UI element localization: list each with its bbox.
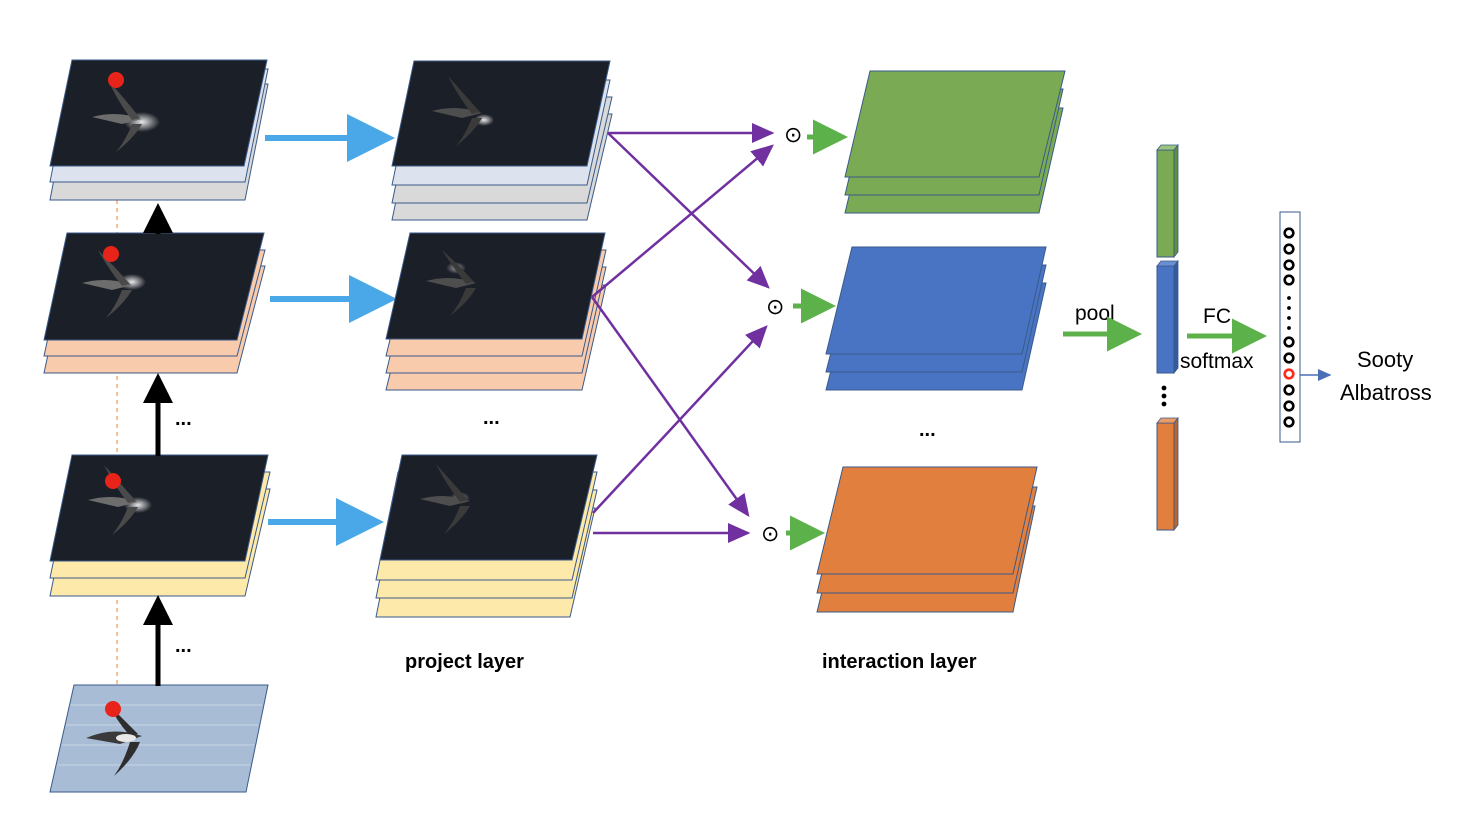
red-dot-marker	[105, 473, 121, 489]
hadamard-symbol-2: ⊙	[766, 294, 784, 319]
interaction-arrows	[590, 123, 775, 543]
project-stack-2	[385, 232, 607, 391]
ellipsis-interaction: ...	[919, 419, 936, 441]
pool-label: pool	[1075, 302, 1115, 325]
softmax-label: softmax	[1180, 350, 1254, 373]
output-class-line2: Albatross	[1340, 380, 1432, 405]
red-dot-marker	[105, 701, 121, 717]
pooled-segment-blue	[1156, 259, 1179, 375]
ellipsis-left-2: ...	[175, 635, 192, 657]
interaction-map-green	[844, 70, 1066, 214]
feature-stack-1	[49, 59, 269, 201]
output-neurons	[1279, 211, 1301, 443]
bird-icon	[420, 464, 470, 534]
ellipsis-left-1: ...	[175, 408, 192, 430]
output-class-line1: Sooty	[1357, 347, 1413, 372]
pooled-vector	[1156, 143, 1179, 532]
bird-icon	[432, 76, 494, 146]
project-layer-label: project layer	[405, 651, 524, 673]
ellipsis-project: ...	[483, 407, 500, 429]
pooled-segment-orange	[1156, 416, 1179, 532]
interaction-map-orange	[816, 466, 1038, 613]
interaction-map-blue	[825, 246, 1047, 391]
pooled-vertical-ellipsis	[1161, 385, 1167, 407]
hadamard-symbol-1: ⊙	[784, 122, 802, 147]
hadamard-symbol-3: ⊙	[761, 521, 779, 546]
project-stack-1	[391, 60, 613, 221]
selected-class-neuron	[1283, 368, 1295, 380]
pooled-segment-green	[1156, 143, 1179, 259]
red-dot-marker	[108, 72, 124, 88]
interaction-layer-label: interaction layer	[822, 651, 977, 673]
bird-icon	[92, 80, 160, 152]
project-stack-3	[375, 454, 598, 618]
feature-stack-3	[49, 454, 271, 597]
bird-icon	[426, 250, 476, 316]
feature-stack-2	[43, 232, 266, 374]
input-image	[49, 684, 269, 793]
red-dot-marker	[103, 246, 119, 262]
fc-label: FC	[1203, 305, 1231, 328]
